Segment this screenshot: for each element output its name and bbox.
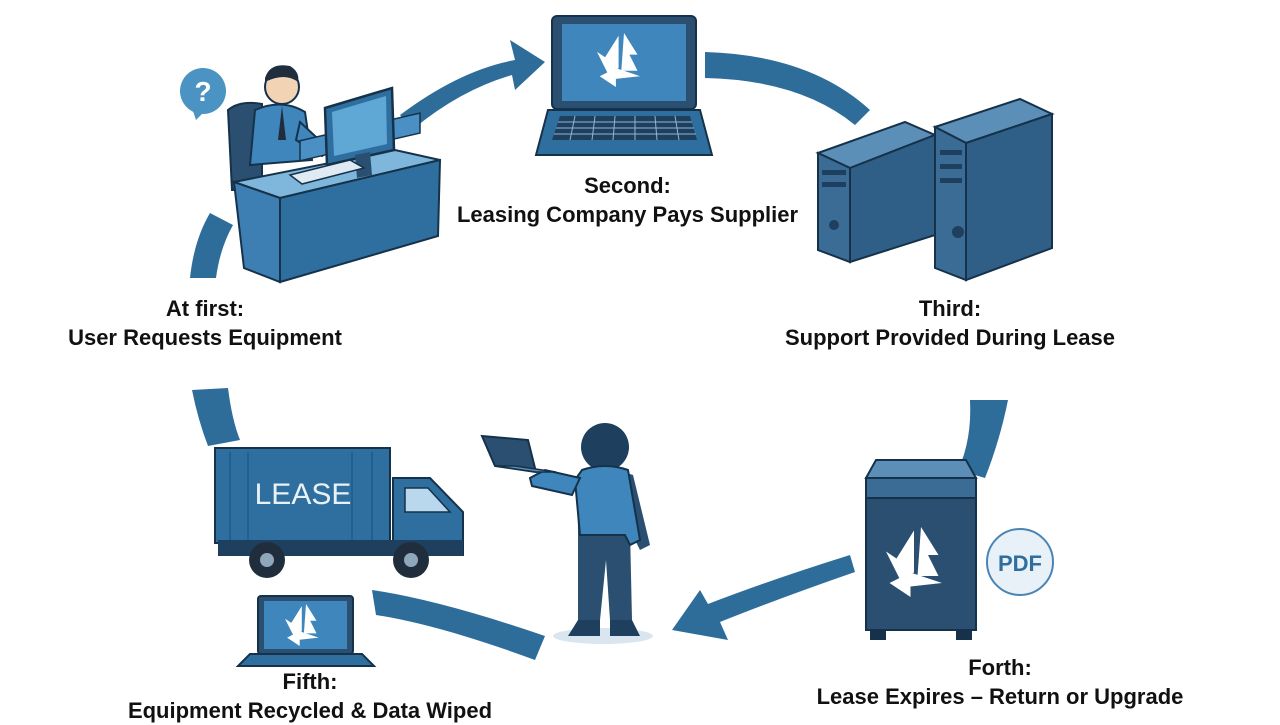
step-fifth-heading: Fifth: — [282, 669, 338, 694]
laptop-recycle-icon — [534, 15, 714, 156]
person-holding-laptop-icon — [480, 423, 653, 644]
step-first-heading: At first: — [165, 296, 245, 321]
pdf-text: PDF — [998, 551, 1042, 576]
step-second-heading: Second: — [584, 173, 671, 198]
cycle-arrows — [190, 40, 1008, 660]
step-third-text: Support Provided During Lease — [784, 325, 1116, 350]
server-towers-icon — [815, 97, 1055, 282]
step-fourth-label: Forth: Lease Expires – Return or Upgrade — [790, 653, 1210, 711]
arrow-third-to-fourth — [958, 400, 1008, 478]
step-second-label: Second: Leasing Company Pays Supplier — [430, 171, 825, 229]
arrow-center-to-fifth — [372, 590, 545, 660]
arrow-fourth-to-center — [672, 555, 855, 640]
truck-lease-text: LEASE — [255, 478, 352, 511]
question-badge — [180, 68, 226, 114]
truck-and-laptop-icon: LEASE — [214, 447, 464, 667]
recycle-bin-icon: PDF — [864, 459, 1054, 640]
question-mark: ? — [194, 76, 211, 107]
arrow-first-to-second — [400, 40, 545, 130]
step-second-text: Leasing Company Pays Supplier — [456, 202, 799, 227]
step-fifth-label: Fifth: Equipment Recycled & Data Wiped — [100, 667, 520, 725]
arrow-second-to-third — [705, 52, 870, 125]
step-fifth-text: Equipment Recycled & Data Wiped — [127, 698, 493, 723]
step-fourth-text: Lease Expires – Return or Upgrade — [816, 684, 1184, 709]
step-first-label: At first: User Requests Equipment — [30, 294, 380, 352]
step-fourth-heading: Forth: — [968, 655, 1032, 680]
step-third-label: Third: Support Provided During Lease — [760, 294, 1140, 352]
step-first-text: User Requests Equipment — [68, 325, 342, 350]
pdf-badge — [986, 528, 1054, 596]
person-at-desk-icon: ? — [180, 65, 442, 284]
arrow-fifth-to-first — [192, 388, 240, 446]
step-third-heading: Third: — [918, 296, 982, 321]
arrow-first-left — [190, 213, 233, 278]
